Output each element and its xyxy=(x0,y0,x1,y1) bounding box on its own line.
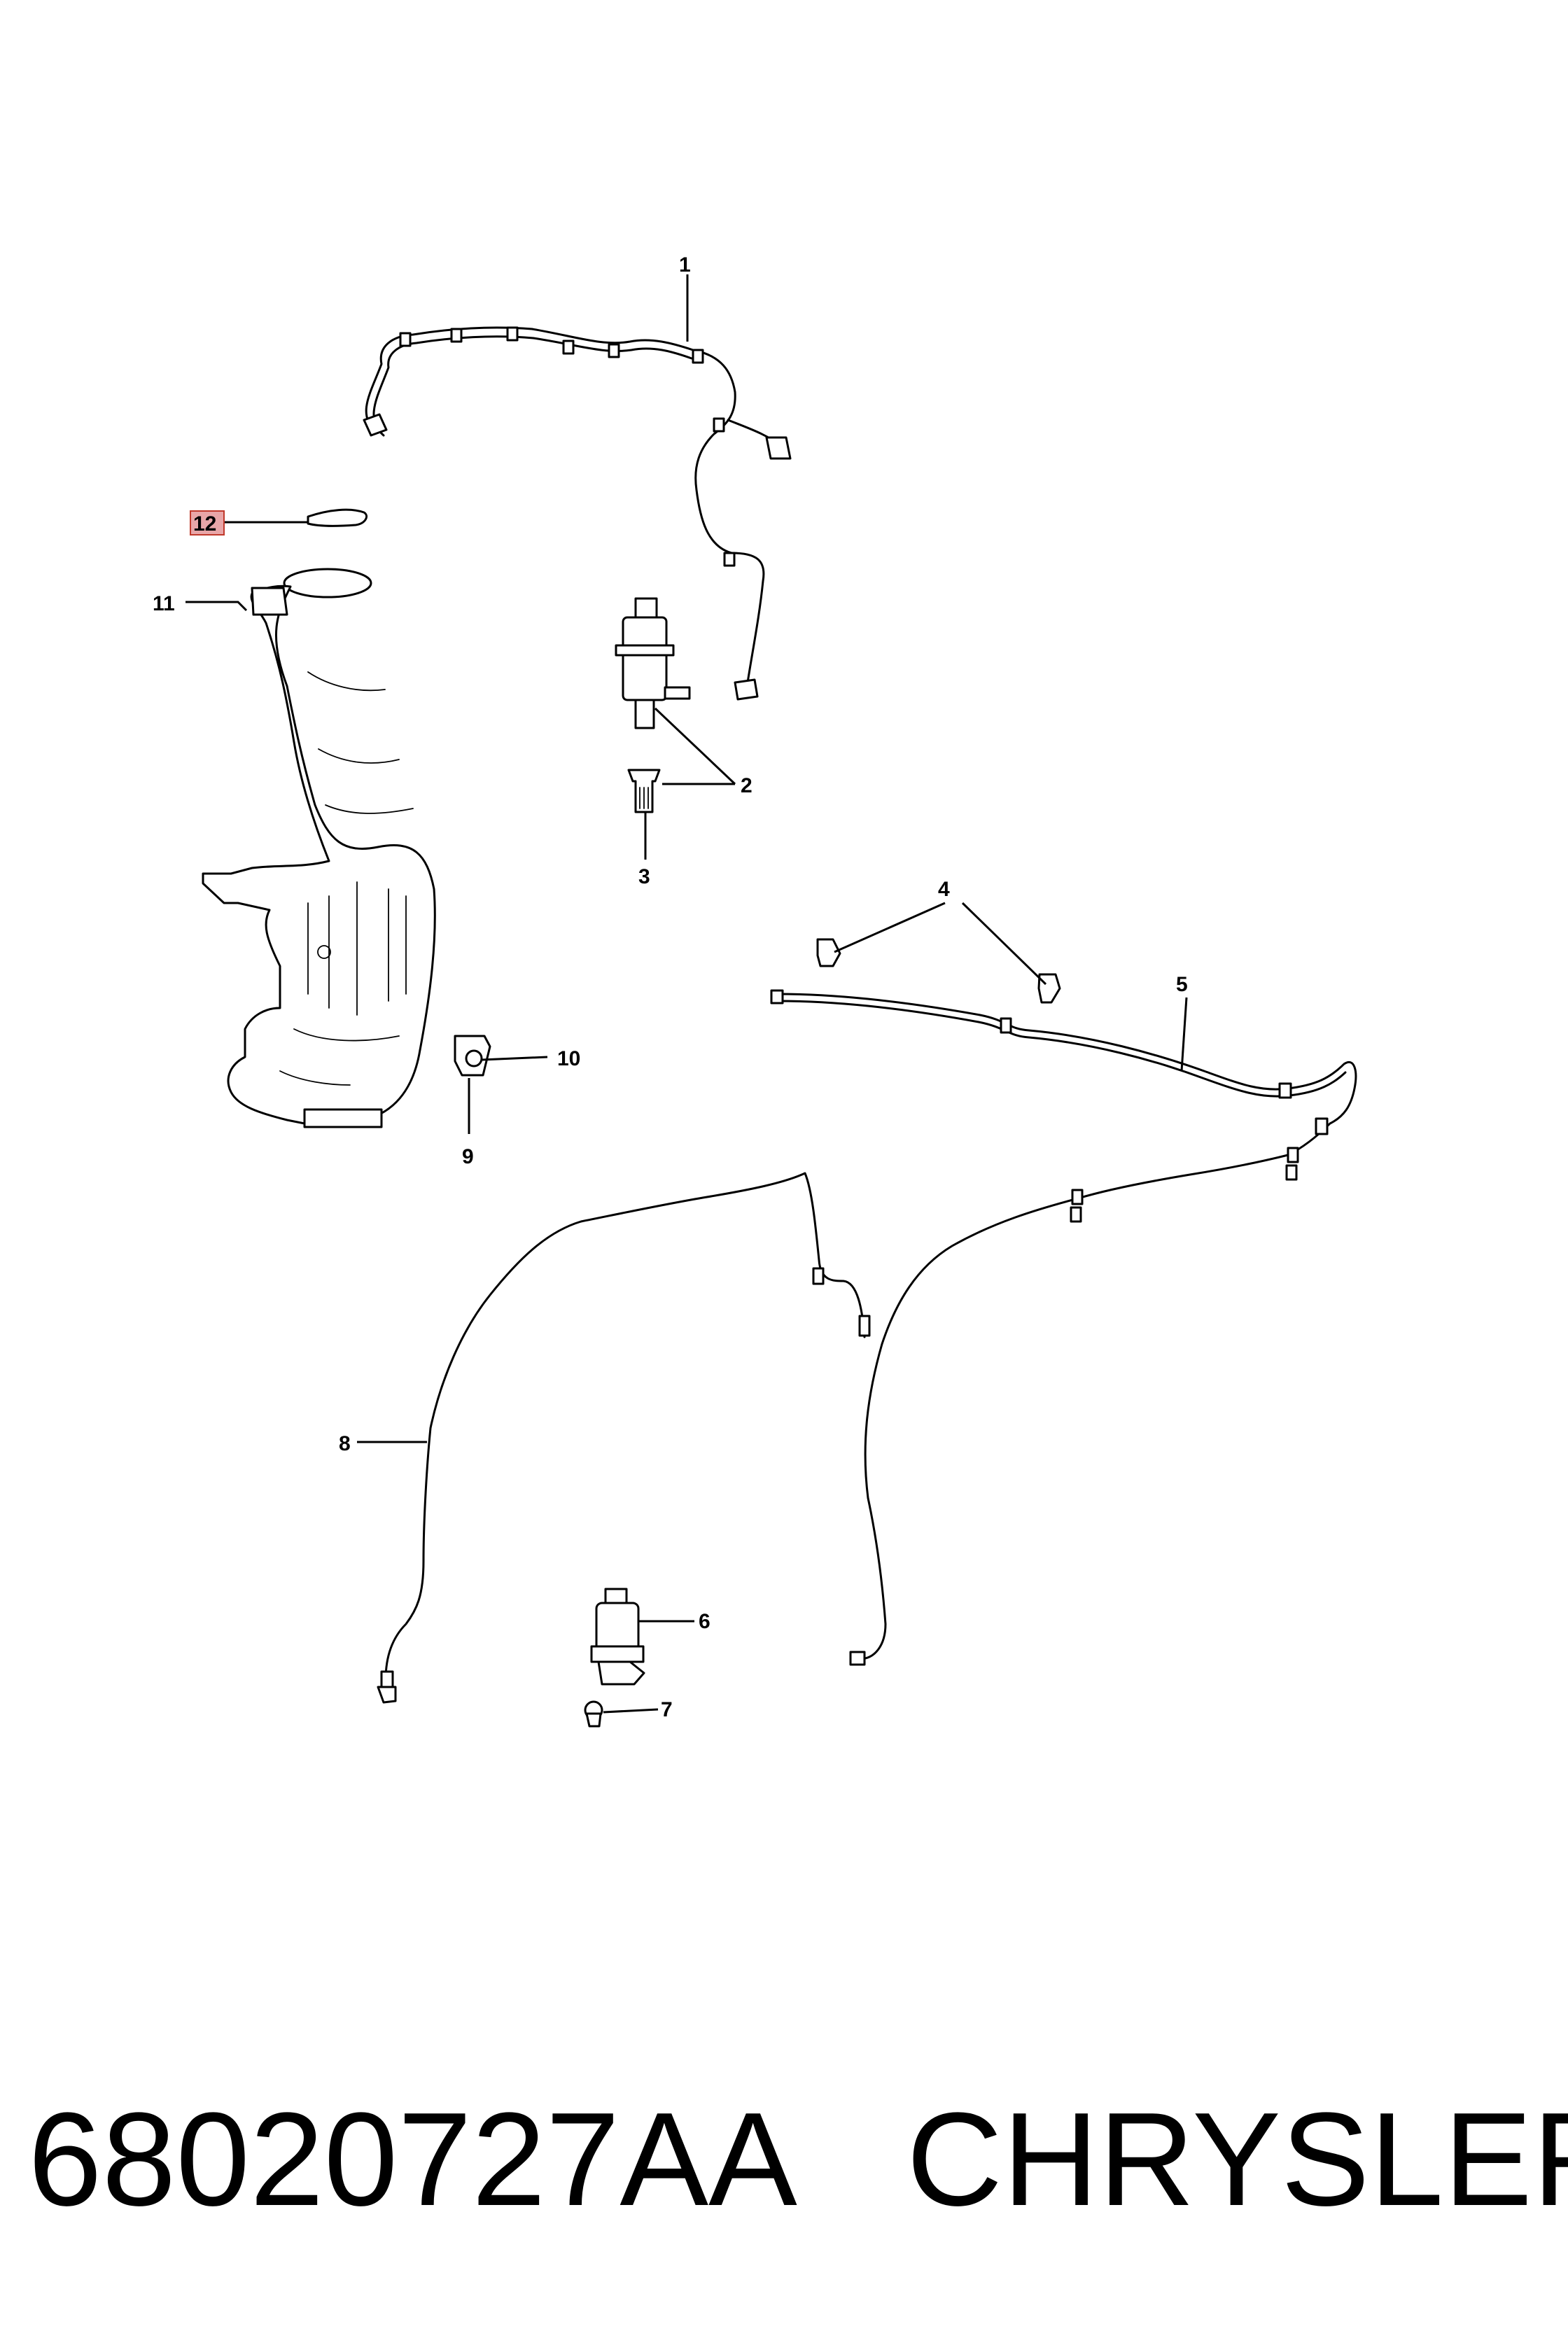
callout-3: 3 xyxy=(638,865,650,888)
rear-washer-pump xyxy=(590,1588,645,1686)
callout-9: 9 xyxy=(462,1145,474,1168)
part-number: 68020727AA xyxy=(28,2085,797,2234)
callout-2: 2 xyxy=(741,774,752,797)
grommet xyxy=(454,1035,491,1077)
callout-4: 4 xyxy=(938,878,950,901)
washer-hose-rear xyxy=(377,1172,871,1704)
callout-11: 11 xyxy=(153,592,175,615)
washer-nozzle xyxy=(816,938,1061,1004)
washer-reservoir xyxy=(202,568,436,1128)
callout-6: 6 xyxy=(699,1610,710,1633)
callout-10: 10 xyxy=(557,1047,580,1070)
callout-1: 1 xyxy=(679,253,691,276)
callout-5: 5 xyxy=(1176,973,1188,996)
pump-seal xyxy=(627,769,661,813)
callout-8: 8 xyxy=(339,1432,351,1455)
leader-lines xyxy=(186,274,1188,1714)
hose-fitting xyxy=(584,1700,603,1728)
callout-7: 7 xyxy=(661,1698,673,1721)
callout-12-highlight xyxy=(190,510,225,536)
washer-pump xyxy=(615,597,691,729)
washer-hose xyxy=(770,989,1357,1666)
wiring-harness xyxy=(363,326,792,701)
bracket-part xyxy=(307,508,368,527)
brand-name: CHRYSLER xyxy=(906,2085,1568,2234)
callout-12: 12 xyxy=(193,512,216,536)
